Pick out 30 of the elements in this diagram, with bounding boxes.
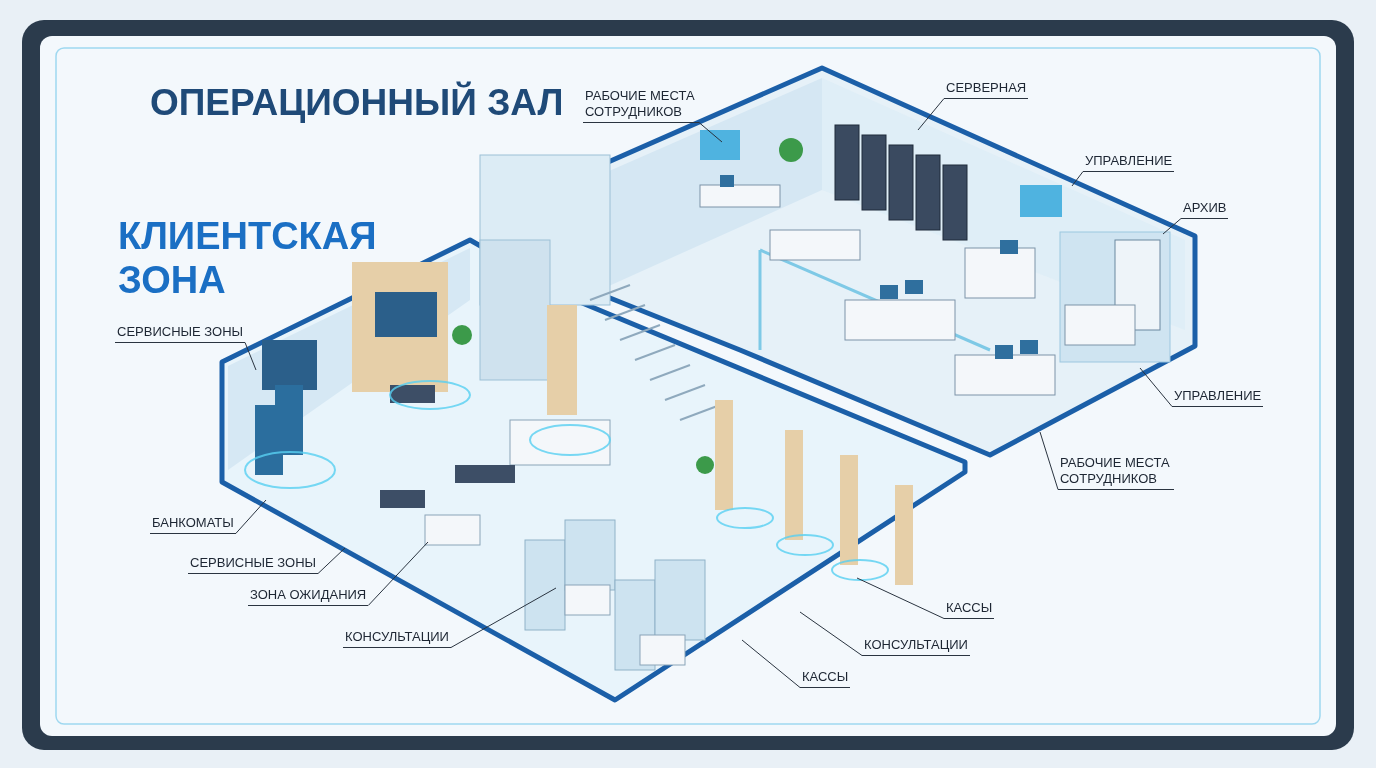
callout-label: КАССЫ: [944, 600, 995, 619]
leader-line: [244, 342, 257, 371]
leader-line: [799, 611, 863, 656]
callout-label: КОНСУЛЬТАЦИИ: [862, 637, 970, 656]
callout-label: КАССЫ: [800, 669, 851, 688]
leader-line: [1039, 431, 1059, 490]
leader-line: [317, 547, 346, 574]
callout-label: АРХИВ: [1181, 200, 1229, 219]
leader-line: [1071, 171, 1084, 187]
leader-line: [1162, 218, 1182, 235]
leader-line: [367, 541, 429, 606]
leader-line: [1139, 367, 1173, 407]
leader-line: [917, 98, 945, 131]
callout-label: РАБОЧИЕ МЕСТА СОТРУДНИКОВ: [583, 88, 699, 123]
callout-label: ЗОНА ОЖИДАНИЯ: [248, 587, 369, 606]
callout-label: КОНСУЛЬТАЦИИ: [343, 629, 451, 648]
leader-line: [856, 577, 945, 619]
callout-label: УПРАВЛЕНИЕ: [1172, 388, 1264, 407]
callout-label: СЕРВЕРНАЯ: [944, 80, 1029, 99]
leader-line: [235, 499, 267, 534]
leader-line: [450, 587, 557, 648]
leader-line: [698, 122, 723, 143]
leader-line: [741, 639, 801, 688]
diagram-title: ОПЕРАЦИОННЫЙ ЗАЛ: [150, 82, 564, 124]
callout-label: СЕРВИСНЫЕ ЗОНЫ: [188, 555, 319, 574]
callout-label: РАБОЧИЕ МЕСТА СОТРУДНИКОВ: [1058, 455, 1174, 490]
callout-label: СЕРВИСНЫЕ ЗОНЫ: [115, 324, 246, 343]
zone-heading: КЛИЕНТСКАЯ ЗОНА: [118, 214, 378, 302]
callout-label: УПРАВЛЕНИЕ: [1083, 153, 1175, 172]
callout-label: БАНКОМАТЫ: [150, 515, 236, 534]
